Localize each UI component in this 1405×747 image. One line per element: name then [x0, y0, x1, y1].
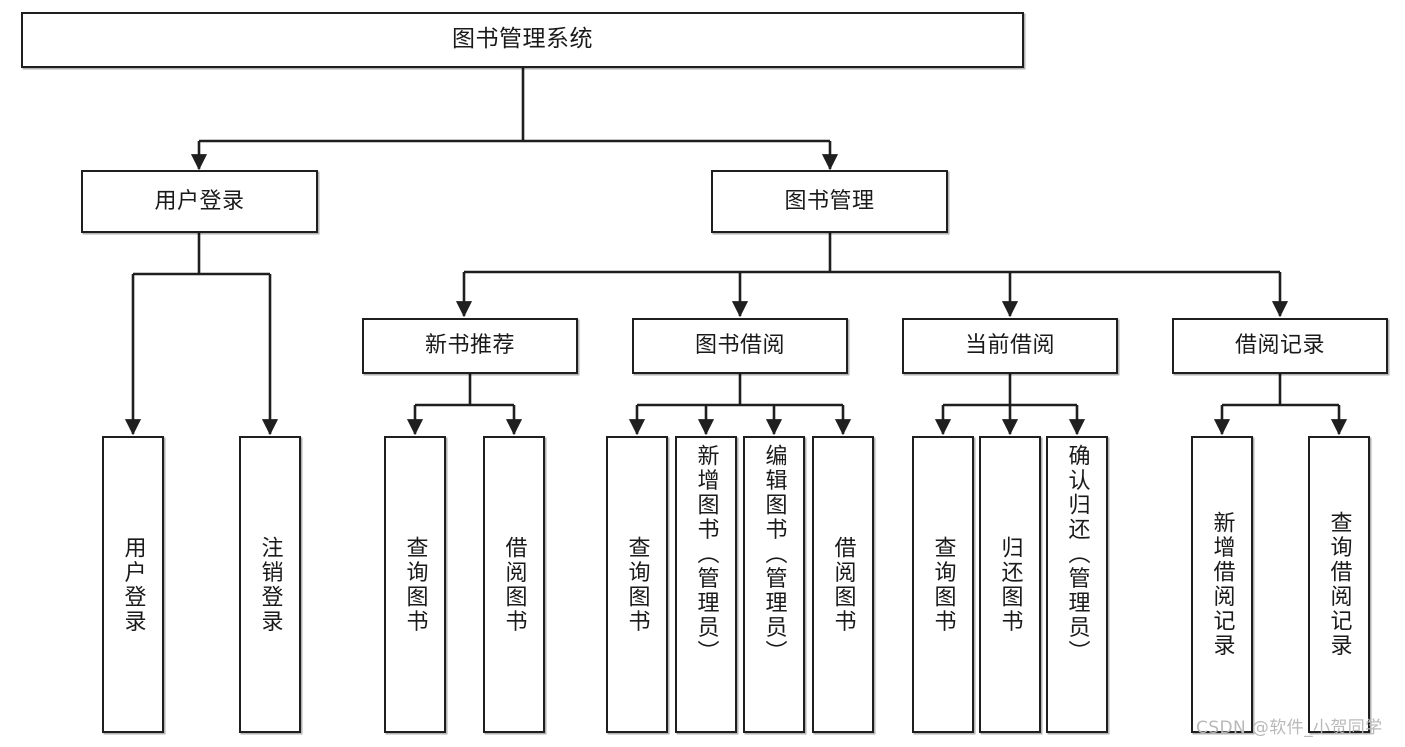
node-leaf-query-book-3-label: 查询图书: [930, 535, 956, 634]
node-leaf-query-book-1[interactable]: 查询图书: [384, 436, 446, 733]
node-book-borrow[interactable]: 图书借阅: [632, 318, 848, 374]
node-borrow-record[interactable]: 借阅记录: [1172, 318, 1388, 374]
csdn-watermark: CSDN @软件_小贺同学: [1196, 718, 1383, 738]
node-leaf-add-book[interactable]: 新增图书（管理员）: [675, 436, 737, 733]
node-borrow-record-label: 借阅记录: [1234, 333, 1325, 359]
node-leaf-logout-login[interactable]: 注销登录: [239, 436, 301, 733]
node-leaf-user-login[interactable]: 用户登录: [102, 436, 164, 733]
node-leaf-return-book-label: 归还图书: [997, 535, 1023, 634]
node-book-management[interactable]: 图书管理: [711, 170, 948, 233]
node-book-borrow-label: 图书借阅: [694, 333, 785, 359]
node-user-login-label: 用户登录: [154, 188, 245, 214]
node-leaf-add-record-label: 新增借阅记录: [1209, 511, 1235, 658]
node-new-book-recommend[interactable]: 新书推荐: [362, 318, 578, 374]
node-leaf-query-book-1-label: 查询图书: [402, 535, 428, 634]
node-leaf-query-book-2[interactable]: 查询图书: [606, 436, 668, 733]
node-user-login[interactable]: 用户登录: [81, 170, 318, 233]
node-leaf-confirm-return-label: 确认归还（管理员）: [1064, 444, 1090, 665]
node-leaf-confirm-return[interactable]: 确认归还（管理员）: [1046, 436, 1108, 733]
node-leaf-borrow-book-1-label: 借阅图书: [501, 535, 527, 634]
node-leaf-edit-book[interactable]: 编辑图书（管理员）: [743, 436, 805, 733]
node-leaf-borrow-book-1[interactable]: 借阅图书: [483, 436, 545, 733]
node-root-label: 图书管理系统: [452, 26, 593, 53]
node-leaf-return-book[interactable]: 归还图书: [979, 436, 1041, 733]
node-book-management-label: 图书管理: [784, 188, 875, 214]
node-leaf-query-record-label: 查询借阅记录: [1326, 511, 1352, 658]
node-leaf-logout-login-label: 注销登录: [257, 535, 283, 634]
node-current-borrow[interactable]: 当前借阅: [902, 318, 1118, 374]
node-leaf-query-book-2-label: 查询图书: [624, 535, 650, 634]
node-leaf-add-record[interactable]: 新增借阅记录: [1191, 436, 1253, 733]
node-root-book-management-system[interactable]: 图书管理系统: [21, 12, 1024, 68]
node-leaf-query-record[interactable]: 查询借阅记录: [1308, 436, 1370, 733]
node-leaf-query-book-3[interactable]: 查询图书: [912, 436, 974, 733]
node-current-borrow-label: 当前借阅: [964, 333, 1055, 359]
node-new-book-recommend-label: 新书推荐: [424, 333, 515, 359]
node-leaf-add-book-label: 新增图书（管理员）: [693, 444, 719, 665]
node-leaf-edit-book-label: 编辑图书（管理员）: [761, 444, 787, 665]
node-leaf-user-login-label: 用户登录: [120, 535, 146, 634]
node-leaf-borrow-book-2[interactable]: 借阅图书: [812, 436, 874, 733]
node-leaf-borrow-book-2-label: 借阅图书: [830, 535, 856, 634]
